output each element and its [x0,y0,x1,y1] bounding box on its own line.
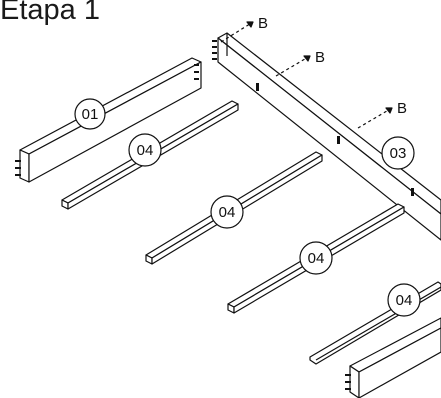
part-label-01: 01 [82,106,99,123]
part-circle-04-b [210,195,244,229]
screw-arrow-3 [357,107,393,129]
screw-label-2: B [315,49,325,66]
part-label-04-c: 04 [308,250,325,267]
part-circle-01 [74,98,106,130]
screw-arrow-2 [275,55,311,77]
part-circle-03 [381,136,415,170]
part-label-04-b: 04 [219,204,236,221]
step-title: Etapa 1 [0,0,100,26]
side-panel [15,57,202,183]
side-panel-2 [345,317,441,398]
part-circle-04-a [128,133,162,167]
back-panel [212,32,441,241]
part-label-03: 03 [390,145,407,162]
screw-arrow-1 [220,21,254,43]
part-circle-04-d [387,283,421,317]
part-label-04-d: 04 [396,292,413,309]
screw-label-1: B [258,15,268,32]
screw-label-3: B [397,100,407,117]
part-label-04-a: 04 [137,142,154,159]
part-circle-04-c [299,241,333,275]
